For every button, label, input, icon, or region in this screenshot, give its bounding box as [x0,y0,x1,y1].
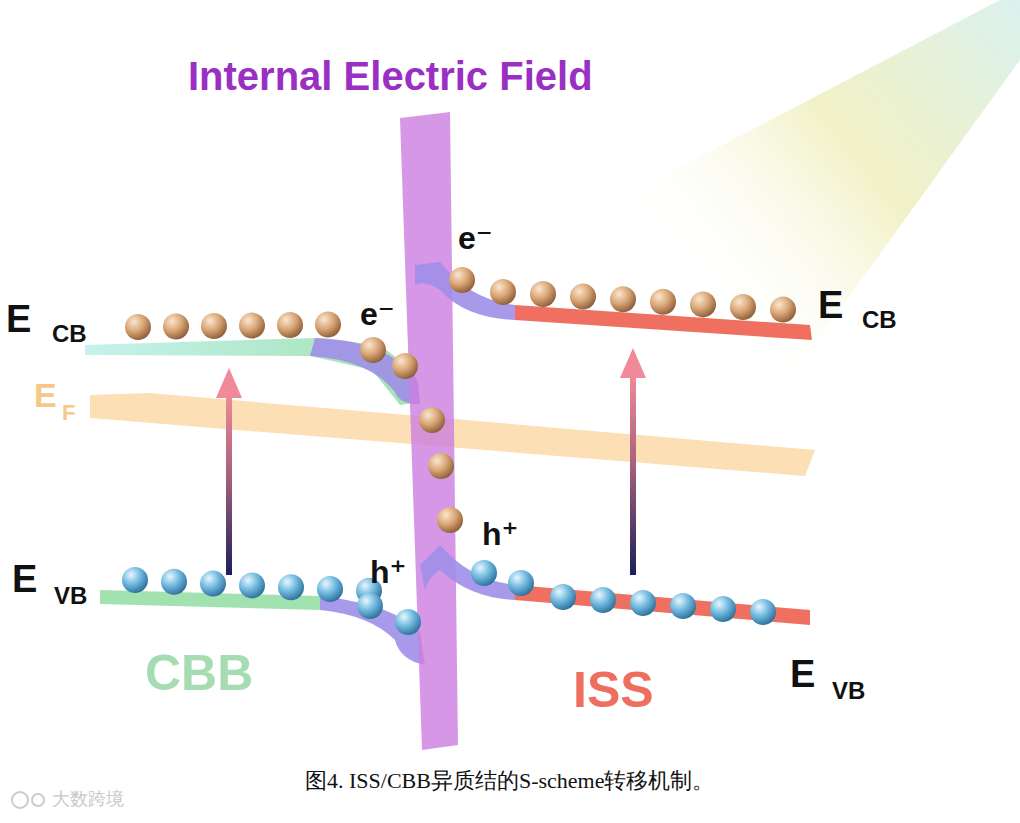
hole-sphere [317,576,343,602]
hole-sphere [239,572,265,598]
carrier-label: e⁻ [360,298,395,330]
electron-sphere [428,453,454,479]
electron-sphere [449,267,475,293]
hole-sphere [395,609,421,635]
electron-sphere [315,312,341,338]
material-label: CBB [145,648,253,698]
carrier-label: h⁺ [370,556,406,588]
electron-sphere [125,314,151,340]
electron-sphere [770,297,796,323]
hole-sphere [200,571,226,597]
band-label: E [818,286,843,324]
electron-sphere [360,337,386,363]
carrier-label: h⁺ [482,518,518,550]
hole-sphere [471,560,497,586]
hole-sphere [670,593,696,619]
hole-sphere [710,596,736,622]
electron-sphere [201,313,227,339]
band-label: E [34,378,57,412]
electron-sphere [419,407,445,433]
hole-sphere [122,567,148,593]
band-label: E [6,300,31,338]
band-subscript: F [62,402,75,424]
watermark: 大数跨境 [52,790,124,808]
hole-sphere [278,574,304,600]
hole-sphere [357,593,383,619]
carrier-label: e⁻ [458,222,493,254]
band-subscript: CB [862,308,897,332]
material-label: ISS [573,665,654,715]
electron-sphere [690,291,716,317]
electron-sphere [570,284,596,310]
hole-sphere [590,587,616,613]
hole-sphere [161,569,187,595]
electron-sphere [239,313,265,339]
field-title: Internal Electric Field [188,56,593,96]
band-label: E [12,560,37,598]
electron-sphere [437,507,463,533]
band-subscript: CB [52,322,87,346]
electron-sphere [730,294,756,320]
band-label: E [790,655,815,693]
band-subscript: VB [54,584,87,608]
electron-sphere [650,289,676,315]
electron-sphere [530,281,556,307]
electron-sphere [610,286,636,312]
hole-sphere [508,570,534,596]
electron-sphere [490,279,516,305]
figure-caption: 图4. ISS/CBB异质结的S-scheme转移机制。 [305,770,714,792]
hole-sphere [750,599,776,625]
electron-sphere [392,353,418,379]
electron-sphere [277,312,303,338]
hole-sphere [550,584,576,610]
electron-sphere [163,314,189,340]
band-subscript: VB [832,679,865,703]
hole-sphere [630,590,656,616]
